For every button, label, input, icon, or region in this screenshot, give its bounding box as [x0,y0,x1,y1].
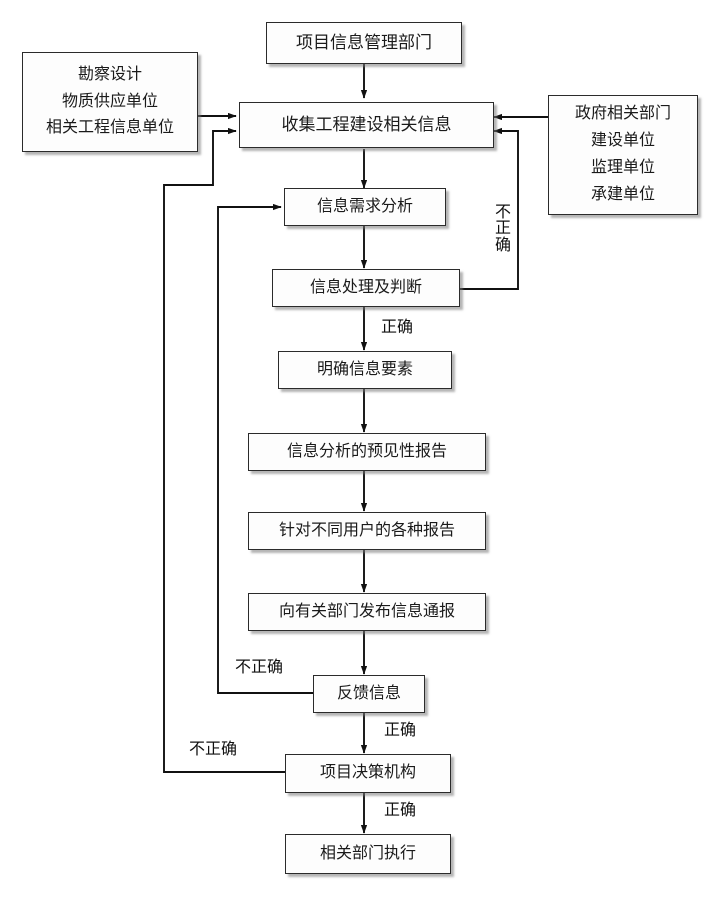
node-clarify-elements[interactable]: 明确信息要素 [278,351,452,389]
node-label: 项目决策机构 [319,764,416,782]
node-project-info-dept[interactable]: 项目信息管理部门 [266,22,462,64]
node-label-line-4: 承建单位 [590,185,655,203]
edge-label-correct-after-feedback: 正确 [384,722,417,739]
node-survey-design-group[interactable]: 勘察设计 物质供应单位 相关工程信息单位 [22,52,198,152]
node-label-line-2: 物质供应单位 [61,92,158,110]
node-label-line-2: 建设单位 [590,132,655,150]
node-label: 信息分析的预见性报告 [286,442,447,460]
node-user-reports[interactable]: 针对不同用户的各种报告 [248,512,486,550]
node-label: 相关部门执行 [319,844,416,862]
node-government-group[interactable]: 政府相关部门 建设单位 监理单位 承建单位 [548,95,698,215]
node-label: 项目信息管理部门 [296,33,432,53]
edge-label-incorrect-decision: 不正确 [189,741,238,758]
node-label-line-1: 勘察设计 [77,65,142,83]
node-label: 信息需求分析 [316,197,413,215]
node-label: 向有关部门发布信息通报 [278,602,455,620]
edge-label-correct-after-judge: 正确 [381,319,414,336]
node-forecast-report[interactable]: 信息分析的预见性报告 [248,433,486,471]
node-decision-body[interactable]: 项目决策机构 [285,754,451,793]
node-demand-analysis[interactable]: 信息需求分析 [284,188,446,226]
node-label: 信息处理及判断 [309,278,422,296]
node-label: 收集工程建设相关信息 [281,115,452,135]
node-label: 明确信息要素 [316,360,413,378]
node-label: 针对不同用户的各种报告 [278,521,455,539]
edge-judge-incorrect-to-collect [460,127,519,290]
edge-decision-incorrect-to-collect [163,127,285,773]
node-collect-info[interactable]: 收集工程建设相关信息 [239,102,494,148]
edge-label-incorrect-feedback: 不正确 [235,659,284,676]
node-dept-execute[interactable]: 相关部门执行 [285,834,451,874]
node-label-line-3: 监理单位 [590,159,655,176]
node-feedback-info[interactable]: 反馈信息 [313,675,425,713]
node-label-line-1: 政府相关部门 [574,105,671,123]
node-publish-bulletin[interactable]: 向有关部门发布信息通报 [248,593,486,631]
edge-label-correct-after-decision: 正确 [384,802,417,819]
node-label-line-3: 相关工程信息单位 [45,119,174,137]
edge-feedback-incorrect-to-demand [217,203,313,694]
edge-label-incorrect-right: 不正确 [495,204,512,254]
node-process-judge[interactable]: 信息处理及判断 [272,269,460,307]
node-label: 反馈信息 [336,684,401,702]
